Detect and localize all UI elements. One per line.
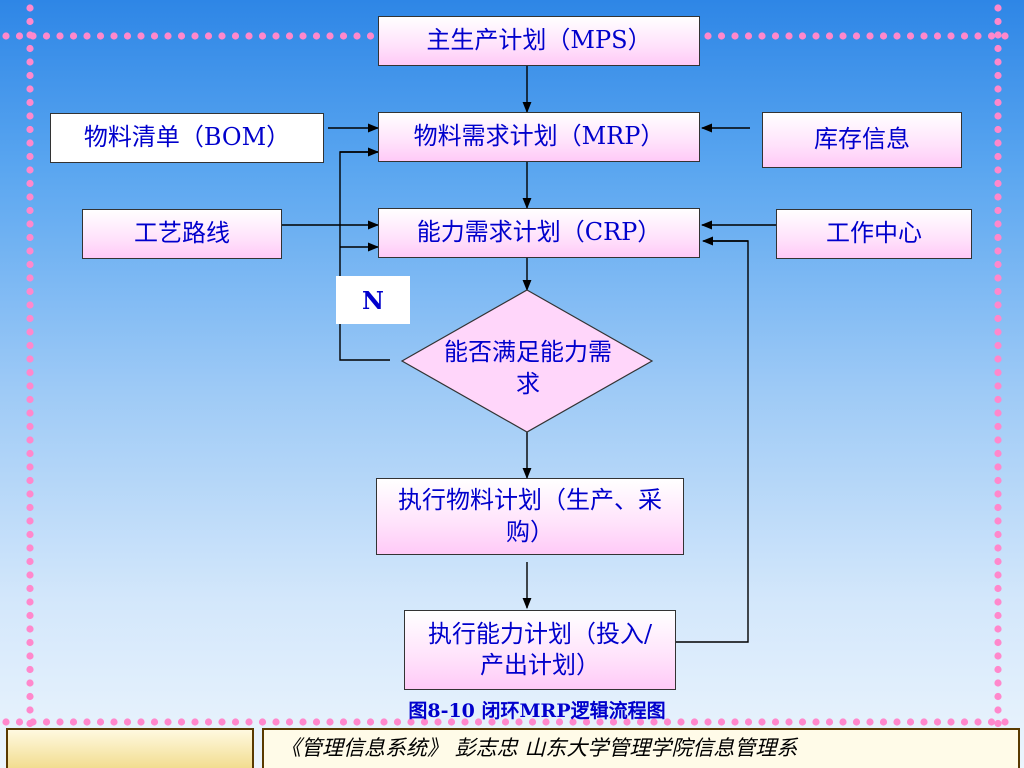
mps-box: 主生产计划（MPS） [378,16,700,66]
footer-bar: 《管理信息系统》 彭志忠 山东大学管理学院信息管理系 [0,718,1024,768]
decision-label: 能否满足能力需求 [444,338,612,398]
bom-box: 物料清单（BOM） [50,113,324,163]
footer-left-panel [6,728,254,768]
footer-right-panel [262,728,1020,768]
work-center-box: 工作中心 [776,209,972,259]
routing-label: 工艺路线 [134,219,230,248]
figure-caption: 图8-10 闭环MRP逻辑流程图 [408,700,666,722]
decision-diamond [400,289,654,433]
exec-material-label: 执行物料计划（生产、采购） [398,486,662,546]
no-label: N [336,276,410,324]
crp-box: 能力需求计划（CRP） [378,208,700,258]
feedback-loop-capacity [676,240,749,643]
routing-box: 工艺路线 [82,209,282,259]
mrp-label: 物料需求计划（MRP） [413,122,665,151]
footer-text: 《管理信息系统》 彭志忠 山东大学管理学院信息管理系 [280,736,798,760]
bom-label: 物料清单（BOM） [83,123,291,152]
exec-material-box: 执行物料计划（生产、采购） [376,478,684,555]
crp-label: 能力需求计划（CRP） [416,218,662,247]
inventory-label: 库存信息 [814,125,910,154]
exec-capacity-label: 执行能力计划（投入/产出计划） [427,619,653,679]
exec-capacity-box: 执行能力计划（投入/产出计划） [404,610,676,690]
mrp-box: 物料需求计划（MRP） [378,112,700,162]
work-center-label: 工作中心 [826,219,922,248]
inventory-box: 库存信息 [762,112,962,168]
mps-label: 主生产计划（MPS） [426,26,652,55]
